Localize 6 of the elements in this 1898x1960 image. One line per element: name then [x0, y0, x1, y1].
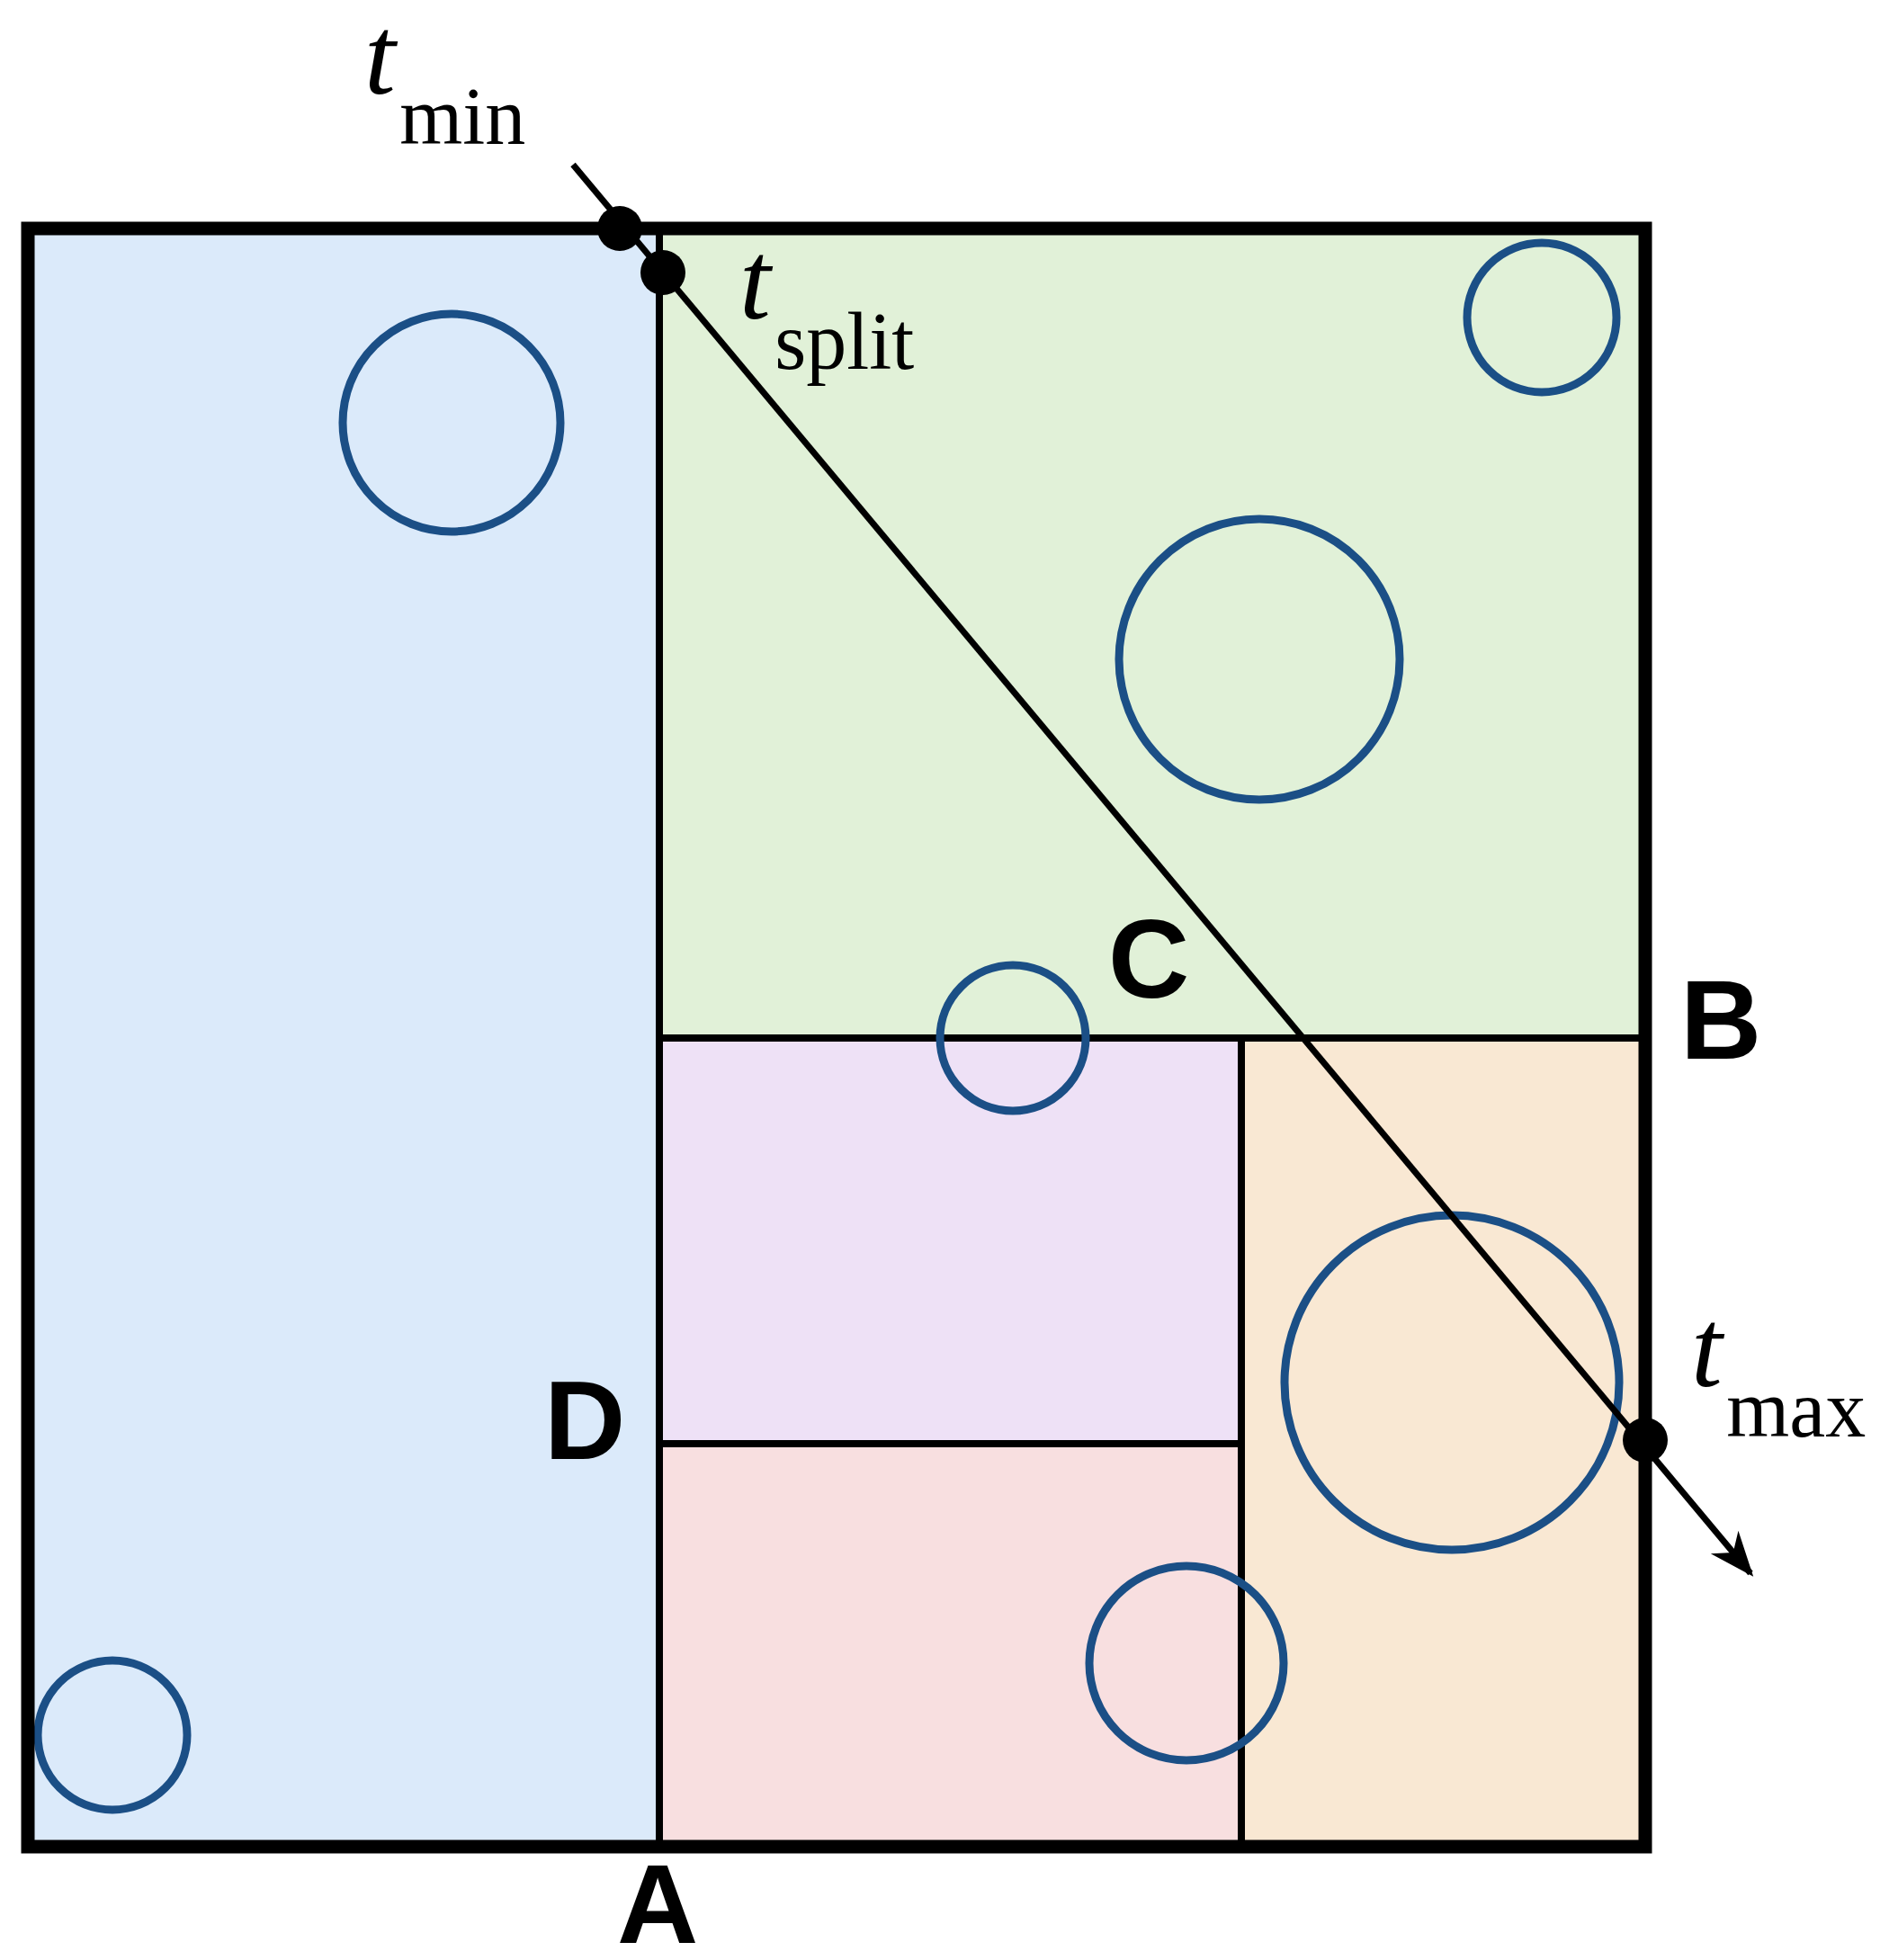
- ray-parameter-label: t$_{min}$: [364, 0, 526, 157]
- split-label: B: [1680, 963, 1762, 1076]
- split-label: D: [544, 1364, 626, 1476]
- split-label: C: [1108, 902, 1190, 1015]
- ray-parameter-label: t$_{max}$: [1691, 1293, 1867, 1450]
- split-label: A: [617, 1848, 699, 1960]
